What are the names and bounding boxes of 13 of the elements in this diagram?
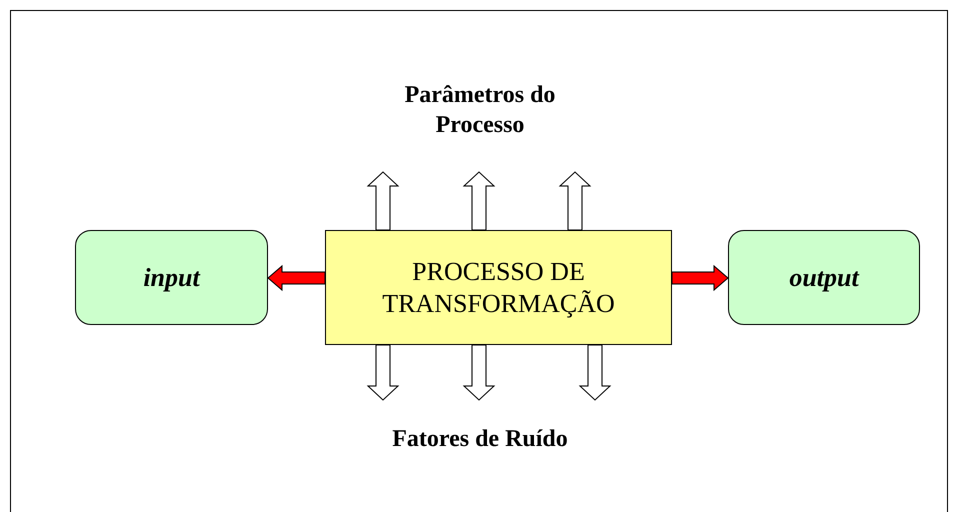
block-arrow — [672, 264, 729, 292]
block-arrow — [578, 344, 612, 401]
group-heading: Parâmetros do Processo — [404, 81, 556, 140]
block-arrow — [462, 344, 496, 401]
block-arrow — [366, 171, 400, 230]
process-box: PROCESSO DE TRANSFORMAÇÃO — [325, 230, 672, 345]
io-box: output — [728, 230, 920, 325]
block-arrow — [267, 264, 326, 292]
io-box: input — [75, 230, 268, 325]
block-arrow — [462, 171, 496, 230]
block-arrow — [366, 344, 400, 401]
group-heading: Fatores de Ruído — [391, 425, 569, 454]
block-arrow — [558, 171, 592, 230]
